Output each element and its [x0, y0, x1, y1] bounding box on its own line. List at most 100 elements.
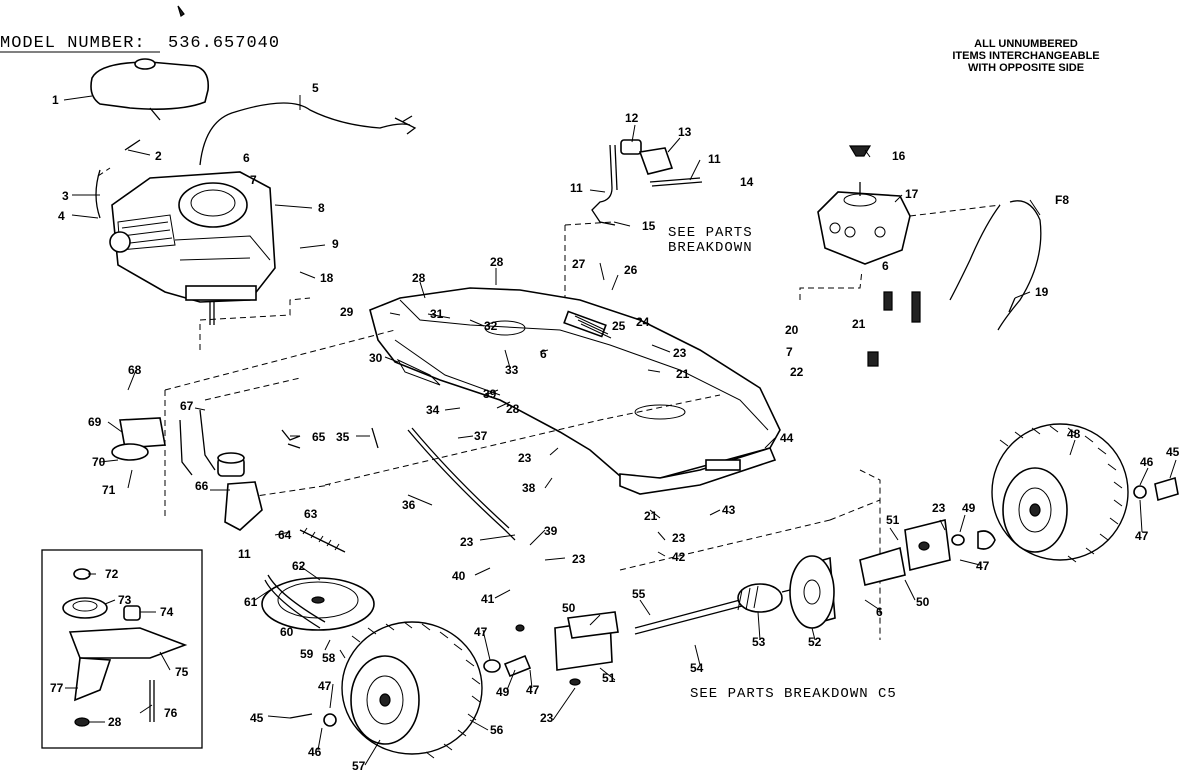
callout-6b: 6 [882, 259, 889, 273]
callout-18: 18 [320, 271, 334, 285]
callout-8: 8 [318, 201, 325, 215]
callout-76: 76 [164, 706, 178, 720]
callout-5: 5 [312, 81, 319, 95]
engine-mount-dash [199, 297, 311, 350]
belt-link [1008, 297, 1016, 313]
callout-39b: 39 [544, 524, 558, 538]
callout-61: 61 [244, 595, 258, 609]
callout-42: 42 [672, 550, 686, 564]
frame-outline-dash [164, 329, 881, 640]
callout-47a: 47 [1135, 529, 1149, 543]
callout-40: 40 [452, 569, 466, 583]
brake-rod-2 [411, 427, 510, 529]
callout-23a: 23 [673, 346, 687, 360]
brake-rod [407, 429, 516, 541]
drive-belt-lower [949, 204, 1001, 301]
callout-12: 12 [625, 111, 639, 125]
fuel-tank [90, 58, 210, 121]
see-parts-breakdown-label-2: BREAKDOWN [668, 240, 753, 256]
callout-52: 52 [808, 635, 822, 649]
callout-45a: 45 [1166, 445, 1180, 459]
inset-parts [62, 568, 188, 727]
right-brackets [859, 519, 996, 586]
callout-13: 13 [678, 125, 692, 139]
callout-66: 66 [195, 479, 209, 493]
interchangeable-note-line-3: WITH OPPOSITE SIDE [967, 62, 1085, 74]
callout-6c: 6 [540, 347, 547, 361]
callout-27: 27 [572, 257, 586, 271]
callout-63: 63 [304, 507, 318, 521]
callout-51a: 51 [886, 513, 900, 527]
left-hardware [483, 611, 619, 686]
callout-54: 54 [690, 661, 704, 675]
callout-28d: 28 [108, 715, 122, 729]
callout-23b: 23 [518, 451, 532, 465]
callout-64: 64 [278, 528, 292, 542]
callout-31: 31 [430, 307, 444, 321]
callout-34: 34 [426, 403, 440, 417]
interchangeable-note-line-2: ITEMS INTERCHANGEABLE [952, 50, 1100, 62]
model-number-line: MODEL NUMBER: 536.657040 [0, 34, 280, 53]
callout-17: 17 [905, 187, 919, 201]
linkage-dash [324, 394, 721, 486]
callout-23g: 23 [540, 711, 554, 725]
callout-51b: 51 [602, 671, 616, 685]
callout-48: 48 [1067, 427, 1081, 441]
model-number: 536.657040 [168, 34, 281, 53]
inset-box [41, 549, 203, 749]
callout-14: 14 [740, 175, 754, 189]
callout-67: 67 [180, 399, 194, 413]
callout-9: 9 [332, 237, 339, 251]
callout-43: 43 [722, 503, 736, 517]
callout-38: 38 [522, 481, 536, 495]
callout-21a: 21 [852, 317, 866, 331]
throttle-control [394, 115, 417, 135]
callout-23e: 23 [572, 552, 586, 566]
callout-50b: 50 [562, 601, 576, 615]
callout-68: 68 [128, 363, 142, 377]
bolt-8 [867, 351, 879, 367]
leader-lines [63, 95, 1177, 766]
callout-47e: 47 [318, 679, 332, 693]
callout-20: 20 [785, 323, 799, 337]
callout-26: 26 [624, 263, 638, 277]
callout-11a: 11 [708, 152, 721, 166]
callout-45b: 45 [250, 711, 264, 725]
callout-22: 22 [790, 365, 804, 379]
callout-f8: F8 [1055, 193, 1069, 207]
bolt-stack [883, 291, 921, 323]
callout-46a: 46 [1140, 455, 1154, 469]
callout-15: 15 [642, 219, 656, 233]
callout-21c: 21 [644, 509, 658, 523]
callout-4: 4 [58, 209, 65, 223]
rear-axle [634, 555, 836, 635]
callout-44: 44 [780, 431, 794, 445]
interchangeable-note-line-1: ALL UNNUMBERED [974, 38, 1078, 50]
pulley-assembly [217, 452, 375, 631]
callout-77: 77 [50, 681, 64, 695]
callout-65: 65 [312, 430, 326, 444]
callout-25: 25 [612, 319, 626, 333]
callout-71: 71 [102, 483, 116, 497]
throttle-cable [199, 102, 411, 166]
callout-labels: 1 2 3 4 5 6 7 8 9 18 12 13 11 14 11 15 1… [50, 81, 1180, 773]
callout-24: 24 [636, 315, 650, 329]
callout-35: 35 [336, 430, 350, 444]
callout-55: 55 [632, 587, 646, 601]
callout-57: 57 [352, 759, 366, 773]
callout-30: 30 [369, 351, 383, 365]
callout-7: 7 [250, 173, 257, 187]
callout-29: 29 [340, 305, 354, 319]
callout-19: 19 [1035, 285, 1049, 299]
see-parts-breakdown-label: SEE PARTS [668, 225, 753, 241]
callout-73: 73 [118, 593, 132, 607]
callout-41: 41 [481, 592, 495, 606]
callout-60: 60 [280, 625, 294, 639]
callout-32: 32 [484, 319, 498, 333]
belt-dash [909, 204, 1001, 217]
left-rear-wheel [289, 621, 483, 759]
callout-28b: 28 [412, 271, 426, 285]
callout-58: 58 [322, 651, 336, 665]
right-rear-wheel [991, 423, 1179, 563]
